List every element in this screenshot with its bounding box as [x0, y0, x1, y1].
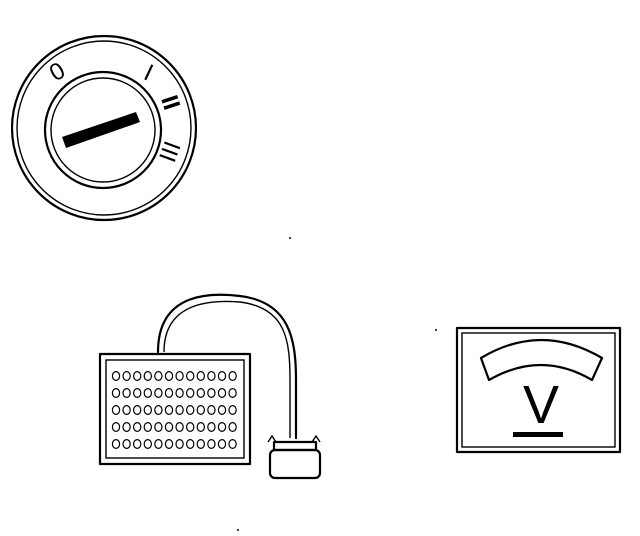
- connector-pin: [185, 405, 195, 416]
- plug-collar: [272, 440, 318, 452]
- connector-pin: [122, 388, 131, 399]
- ignition-outer-ring: [10, 34, 198, 222]
- connector-pin: [132, 371, 142, 382]
- connector-pin: [111, 439, 121, 450]
- plug-head: [268, 448, 322, 480]
- connector-pin: [217, 388, 227, 399]
- voltmeter-unit-symbol: V: [523, 375, 559, 435]
- position-label-3-group: III: [153, 137, 185, 165]
- connector-pin: [143, 405, 152, 416]
- connector-pin: [111, 371, 121, 382]
- connector-pin: [111, 405, 121, 416]
- connector-pin: [143, 422, 152, 433]
- scan-dot: [289, 237, 291, 239]
- position-label-0-group: 0: [45, 57, 70, 87]
- connector-pin: [122, 422, 131, 433]
- connector-pin: [143, 388, 152, 399]
- connector-pin: [207, 422, 216, 433]
- connector-pin: [164, 422, 174, 433]
- position-label-2-group: II: [155, 92, 185, 113]
- connector-body: [98, 352, 252, 466]
- connector-pin: [175, 405, 184, 416]
- connector-pin: [154, 371, 163, 382]
- connector-pin: [217, 439, 227, 450]
- connector-pin: [207, 405, 216, 416]
- voltmeter-case-inner: [461, 332, 616, 448]
- connector-cable-outer: [156, 293, 298, 440]
- connector-pin: [111, 388, 121, 399]
- voltmeter-scale-arc: [479, 338, 604, 382]
- connector-pin: [164, 371, 174, 382]
- connector-pin: [228, 422, 237, 433]
- position-label-2: II: [155, 92, 185, 113]
- position-label-1: I: [140, 59, 157, 86]
- connector-pin: [207, 371, 216, 382]
- connector-pin: [122, 371, 131, 382]
- diagnostic-connector: [98, 293, 322, 480]
- connector-pin: [228, 371, 237, 382]
- connector-pin: [164, 439, 174, 450]
- scan-dot: [435, 329, 437, 331]
- ignition-inner-ring-inner: [50, 77, 156, 183]
- plug-right-tab: [311, 434, 321, 443]
- connector-pin: [164, 388, 174, 399]
- connector-pin: [196, 388, 205, 399]
- connector-pin: [111, 422, 121, 433]
- connector-pin: [175, 388, 184, 399]
- connector-pin: [122, 405, 131, 416]
- connector-pin: [143, 371, 152, 382]
- connector-pin: [185, 439, 195, 450]
- ignition-outer-ring-inner: [16, 40, 192, 216]
- scan-dot: [237, 529, 239, 531]
- connector-pin: [175, 422, 184, 433]
- connector-pin: [132, 439, 142, 450]
- connector-pin: [196, 405, 205, 416]
- connector-pin: [196, 422, 205, 433]
- connector-pin: [228, 405, 237, 416]
- connector-pin: [154, 439, 163, 450]
- voltmeter: V: [455, 326, 622, 454]
- connector-pin: [185, 371, 195, 382]
- connector-pin: [132, 422, 142, 433]
- position-label-3: III: [153, 137, 185, 165]
- connector-pin: [175, 439, 184, 450]
- connector-pin: [175, 371, 184, 382]
- connector-pin: [228, 439, 237, 450]
- connector-pins: [111, 371, 237, 450]
- connector-pin: [196, 439, 205, 450]
- connector-pin: [154, 422, 163, 433]
- plug-left-tab: [267, 434, 277, 443]
- position-label-0: 0: [45, 57, 70, 87]
- connector-pin: [207, 439, 216, 450]
- voltmeter-case-outer: [455, 326, 622, 454]
- connector-pin: [207, 388, 216, 399]
- connector-pin: [196, 371, 205, 382]
- connector-pin: [154, 388, 163, 399]
- connector-face: [105, 359, 245, 459]
- ignition-inner-ring: [43, 70, 163, 190]
- connector-pin: [164, 405, 174, 416]
- connector-pin: [122, 439, 131, 450]
- connector-pin: [185, 422, 195, 433]
- connector-cable-inner: [163, 300, 291, 438]
- connector-pin: [217, 371, 227, 382]
- connector-pin: [143, 439, 152, 450]
- ignition-switch: 0 I II III: [10, 34, 198, 222]
- key-slot: [62, 112, 140, 148]
- connector-pin: [154, 405, 163, 416]
- connector-pin: [217, 405, 227, 416]
- connector-pin: [132, 388, 142, 399]
- position-label-1-group: I: [140, 59, 157, 86]
- connector-pin: [185, 388, 195, 399]
- voltmeter-underline: [513, 432, 563, 437]
- connector-pin: [132, 405, 142, 416]
- connector-pin: [228, 388, 237, 399]
- connector-pin: [217, 422, 227, 433]
